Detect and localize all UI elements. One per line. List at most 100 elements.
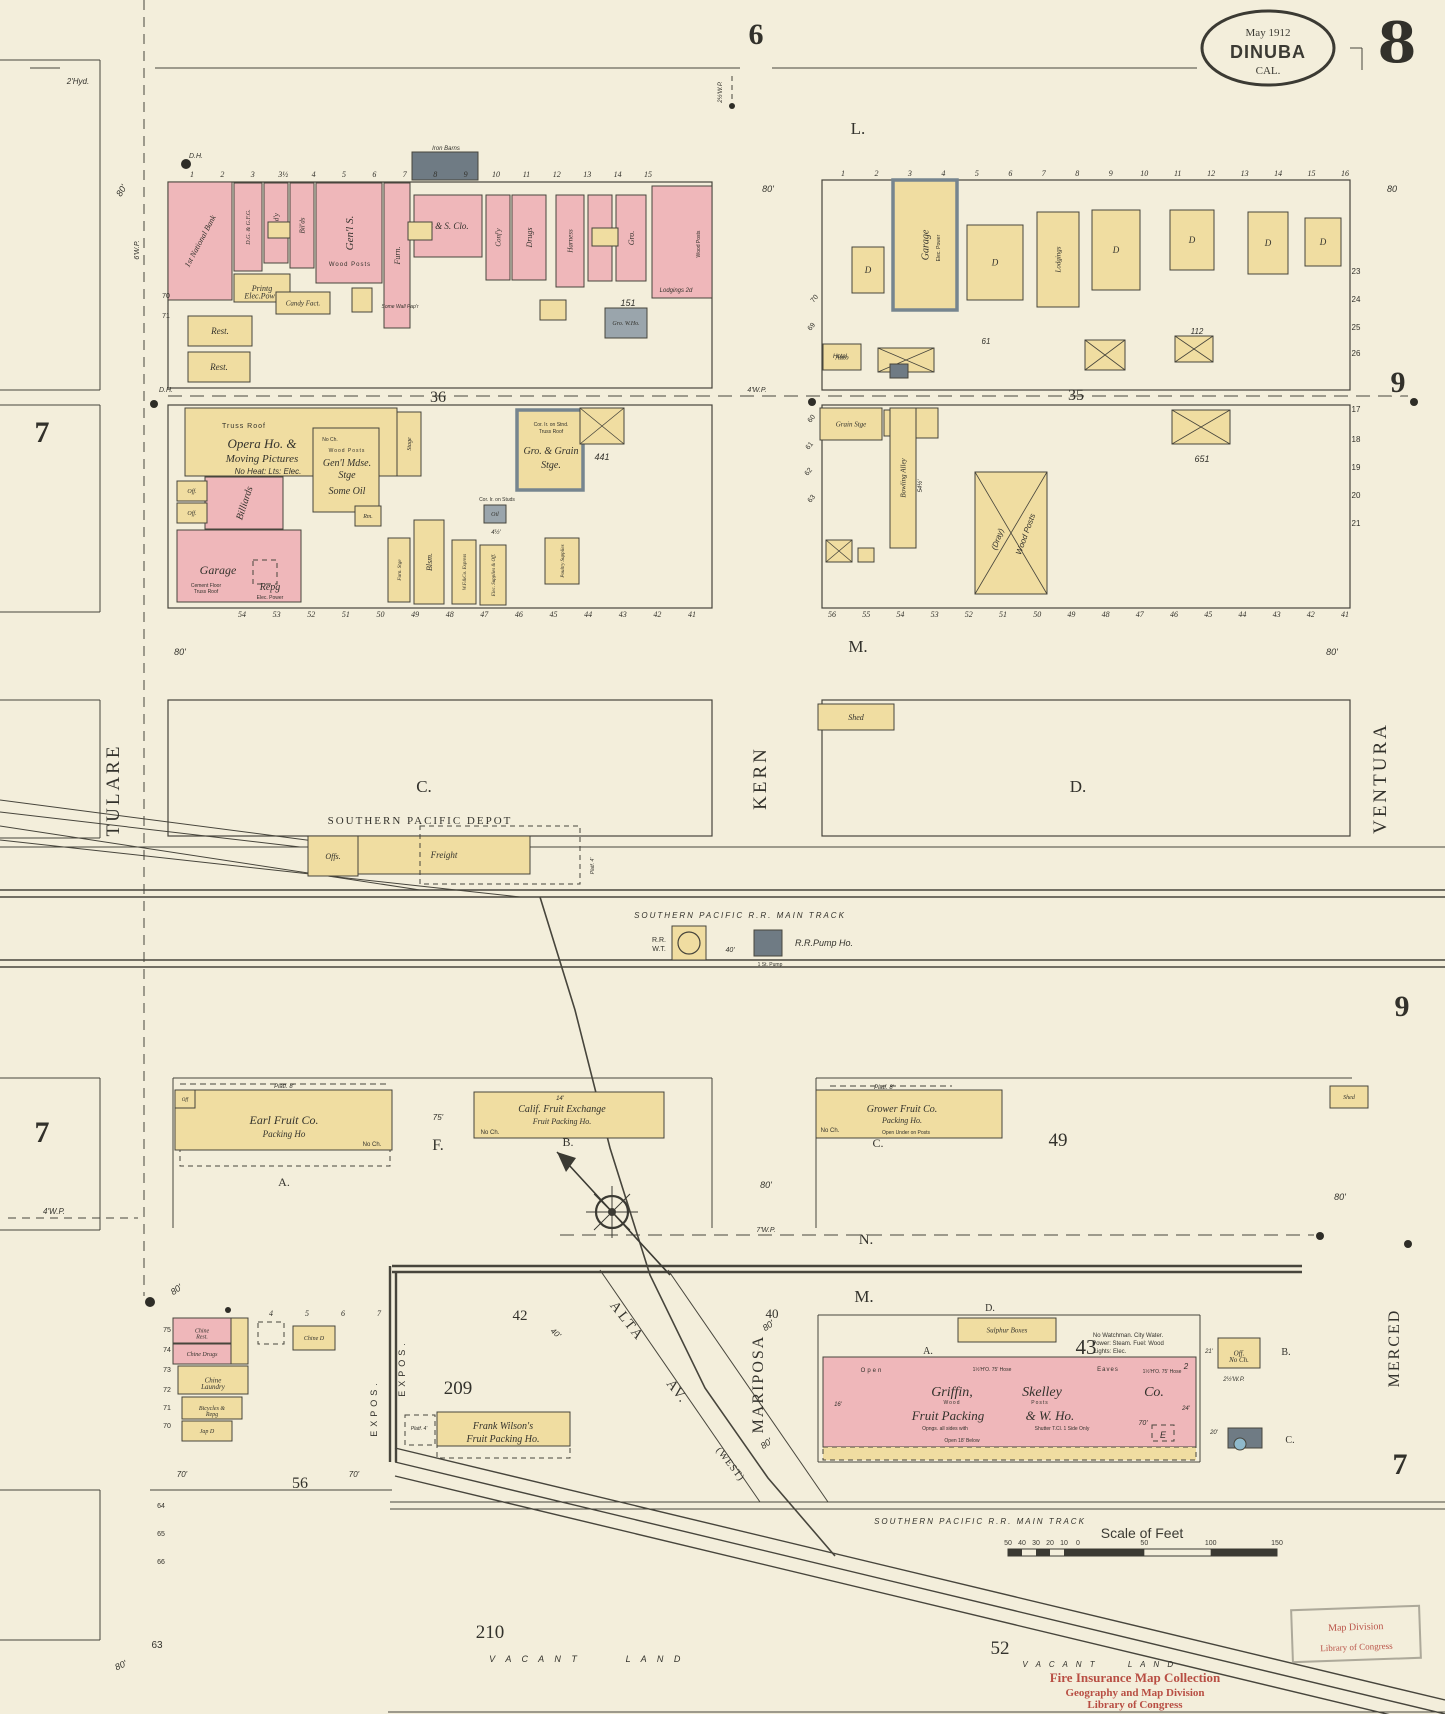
building-label: Poultry Supplies [561,544,566,578]
block-outline [167,404,713,609]
map-label: Fruit Packing [911,1408,985,1423]
building [233,182,263,272]
map-label: No Ch. [363,1142,382,1148]
compass-rose-icon [556,1151,671,1276]
map-label: 65 [157,1531,165,1538]
map-label: C. [1285,1435,1294,1446]
scale-bar-seg [1036,1549,1050,1556]
building [555,194,585,288]
building-label: Freight [430,850,458,860]
map-division-box-stamp: Map Division Library of Congress [1290,1604,1422,1664]
loc-collection-stamp: Fire Insurance Map Collection Geography … [1050,1670,1221,1711]
building-label: W.F.&Co. Express [463,554,468,591]
building-label: Elec. Supplies & Off. [492,554,497,597]
map-label: 71 [163,1405,171,1412]
map-label: No Heat: Lts: Elec. [235,467,302,476]
lot-number: 55 [862,610,870,619]
building-label: Laundry [200,1383,226,1391]
lot-number: 53 [273,610,281,619]
map-label: 16' [834,1402,843,1408]
building-label: Off. [1234,1349,1245,1357]
building [181,1396,243,1420]
map-label: 70 [163,1423,171,1430]
map-label: Some Oil [329,486,366,497]
map-line [0,811,301,848]
building-label: Off. [187,510,196,517]
building [179,1149,391,1167]
map-label: Skelley [1022,1385,1062,1400]
lot-number: 9 [1109,169,1113,178]
map-label: Platf. 4' [411,1426,429,1432]
map-label: 71 [162,313,170,320]
sheet-ref-left-lower: 7 [35,1116,50,1149]
building-xmark [974,471,1048,595]
map-label: B. [562,1135,573,1149]
hydrant-dot [1404,1240,1412,1248]
lot-number: 14 [614,170,622,179]
building-label: Rest. [210,326,229,336]
map-line [0,839,521,898]
water-tank-ring [677,931,701,955]
building [419,825,581,885]
map-label: Garage [200,563,237,577]
hydrant-dot [808,398,816,406]
lot-number: 2 [220,170,224,179]
lot-number: 12 [553,170,561,179]
building-xmark [579,407,625,445]
building-label: Chine Drugs [187,1352,219,1358]
lot-number: 48 [1102,610,1110,619]
lot-number: 12 [1207,169,1215,178]
map-label: 80' [762,184,774,194]
map-label: 17 [1352,405,1361,414]
building [357,835,531,875]
building-label: Bowling Alley [899,457,907,497]
map-line [667,1269,829,1503]
building-label: D [1319,237,1327,247]
building [966,224,1024,301]
lot-number: 3 [907,169,912,178]
lot-number: 45 [1204,610,1212,619]
map-line [394,1475,1390,1714]
building-label: Printg [251,284,272,293]
map-label: No Ch. [322,437,338,443]
building [1247,211,1289,275]
map-label: Posts [1031,1400,1049,1406]
scale-tick-label: 20 [1046,1540,1054,1547]
block-52: 52 [991,1638,1010,1659]
lot-number: 49 [1067,610,1075,619]
building-label: D [991,258,999,268]
sp-depot-label: SOUTHERN PACIFIC DEPOT [328,815,513,827]
lot-number: 44 [1238,610,1246,619]
building [753,929,783,957]
map-city: DINUBA [1230,42,1306,62]
map-label: Lights: Elec. [1094,1349,1127,1355]
map-label: 25 [1352,323,1361,332]
lot-number: 11 [1174,169,1181,178]
map-label: 7'W.P. [756,1227,775,1234]
lot-number: 8 [433,170,437,179]
building [1217,1337,1261,1369]
title-oval [1200,9,1336,87]
building [351,287,373,313]
building-label: Repg [205,1412,218,1418]
building-label: Bil'ds [298,217,306,233]
building-label: Bicycles & [199,1406,225,1412]
building-label: Candy Fact. [286,299,321,307]
map-label: Truss Roof [194,589,219,595]
scale-bar-seg [1064,1549,1078,1556]
earl-fruit-co: Earl Fruit Co. [248,1113,318,1127]
lot-number: 7 [377,1309,382,1318]
map-label: No Ch. [481,1130,500,1136]
map-label: Eaves [1097,1367,1119,1373]
lot-number: 43 [1273,610,1281,619]
block-outline [821,179,1351,391]
building [544,537,580,585]
building [1091,209,1141,291]
lot-number: 4 [269,1309,273,1318]
rr-main-track-lower: SOUTHERN PACIFIC R.R. MAIN TRACK [874,1517,1086,1526]
building [411,151,479,181]
building-label: D [1264,238,1272,248]
map-label: Iron Barns [432,146,460,152]
lot-number: 51 [999,610,1007,619]
